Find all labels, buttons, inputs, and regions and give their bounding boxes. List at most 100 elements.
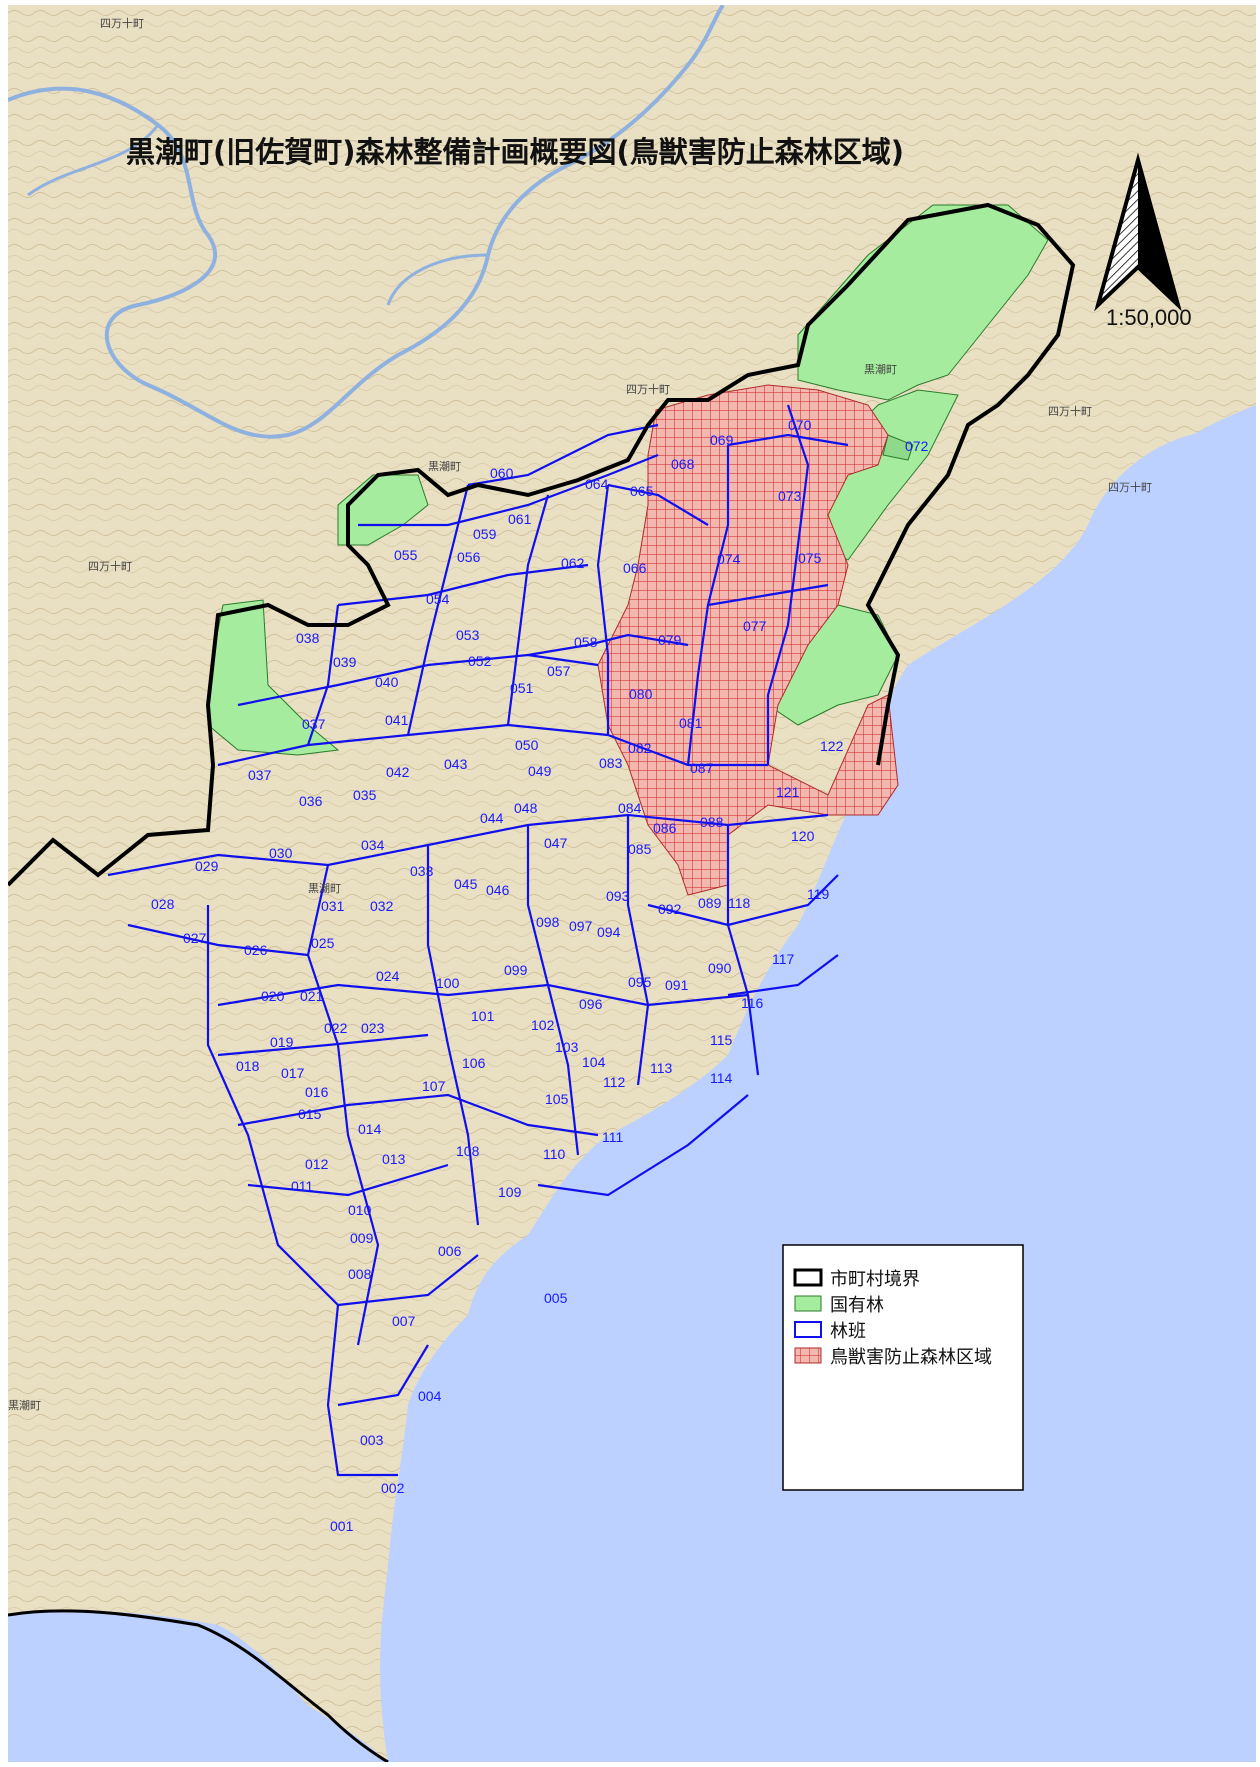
compartment-label: 059 xyxy=(473,526,497,542)
compartment-label: 023 xyxy=(361,1020,385,1036)
compartment-label: 019 xyxy=(270,1034,294,1050)
legend-item-compartment: 林班 xyxy=(794,1321,866,1342)
map-canvas: 黒潮町(旧佐賀町)森林整備計画概要図(鳥獣害防止森林区域) 1:50,000 四… xyxy=(8,5,1256,1762)
compartment-label: 112 xyxy=(603,1074,626,1090)
compartment-lines xyxy=(107,404,849,1477)
place-name: 四万十町 xyxy=(1108,480,1152,494)
compartment-label: 046 xyxy=(486,882,510,898)
compartment-label: 105 xyxy=(545,1091,569,1107)
compartment-label: 035 xyxy=(353,787,377,803)
place-names: 四万十町 四万十町 四万十町 四万十町 四万十町 黒潮町 黒潮町 黒潮町 黒潮町 xyxy=(8,16,1152,1412)
compartment-label: 118 xyxy=(728,895,751,911)
compartment-label: 049 xyxy=(528,763,552,779)
compartment-label: 018 xyxy=(236,1058,260,1074)
place-name: 黒潮町 xyxy=(8,1398,41,1412)
compartment-label: 095 xyxy=(628,974,652,990)
compartment-label: 087 xyxy=(690,760,714,776)
compartment-label: 009 xyxy=(350,1230,374,1246)
legend-box xyxy=(782,1244,1024,1491)
compartment-label: 073 xyxy=(778,488,802,504)
compartment-label: 051 xyxy=(510,680,534,696)
compartment-label: 060 xyxy=(490,465,514,481)
compartment-label: 096 xyxy=(579,996,603,1012)
legend: 市町村境界 国有林 林班 鳥獣害防止森林区域 xyxy=(782,1244,1024,1491)
compartment-label: 030 xyxy=(269,845,293,861)
compartment-label: 036 xyxy=(299,793,323,809)
compartment-label: 101 xyxy=(471,1008,495,1024)
legend-label: 鳥獣害防止森林区域 xyxy=(830,1347,992,1368)
compartment-label: 037 xyxy=(248,767,272,783)
compartment-label: 025 xyxy=(311,935,335,951)
protection-zone-swatch-icon xyxy=(794,1347,822,1364)
compartment-label: 116 xyxy=(741,995,764,1011)
compartment-label: 053 xyxy=(456,627,480,643)
compartment-label: 072 xyxy=(905,438,929,454)
compartment-label: 085 xyxy=(628,841,652,857)
compartment-label: 109 xyxy=(498,1184,522,1200)
compartment-label: 004 xyxy=(418,1388,442,1404)
compartment-label: 016 xyxy=(305,1084,329,1100)
southern-boundary xyxy=(8,1609,389,1762)
place-name: 四万十町 xyxy=(88,559,132,573)
compartment-label: 081 xyxy=(679,715,703,731)
compartment-label: 002 xyxy=(381,1480,405,1496)
compartment-label: 077 xyxy=(743,618,767,634)
compartment-label: 098 xyxy=(536,914,560,930)
compartment-label: 042 xyxy=(386,764,410,780)
compartment-label: 026 xyxy=(244,942,268,958)
compartment-label: 068 xyxy=(671,456,695,472)
place-name: 黒潮町 xyxy=(308,881,341,895)
compartment-label: 037 xyxy=(302,716,326,732)
compartment-label: 070 xyxy=(788,417,812,433)
compartment-label: 082 xyxy=(628,740,652,756)
compartment-label: 027 xyxy=(183,930,207,946)
compartment-label: 097 xyxy=(569,918,593,934)
legend-item-protection-zone: 鳥獣害防止森林区域 xyxy=(794,1347,992,1368)
compartment-label: 117 xyxy=(772,951,795,967)
compartment-label: 017 xyxy=(281,1065,305,1081)
compartment-label: 090 xyxy=(708,960,732,976)
boundary-swatch-icon xyxy=(793,1268,823,1287)
compartment-label: 003 xyxy=(360,1432,384,1448)
compartment-label: 020 xyxy=(261,988,285,1004)
compartment-label: 114 xyxy=(710,1070,733,1086)
compartment-label: 075 xyxy=(798,550,822,566)
compartment-label: 107 xyxy=(422,1078,446,1094)
compartment-label: 104 xyxy=(582,1054,606,1070)
compartment-label: 062 xyxy=(561,555,585,571)
compartment-label: 119 xyxy=(807,886,830,902)
legend-item-boundary: 市町村境界 xyxy=(793,1268,920,1290)
compartment-label: 048 xyxy=(514,800,538,816)
legend-item-national-forest: 国有林 xyxy=(794,1295,884,1316)
compartment-label: 045 xyxy=(454,876,478,892)
compartment-label: 099 xyxy=(504,962,528,978)
compartment-label: 033 xyxy=(410,863,434,879)
compartment-label: 047 xyxy=(544,835,568,851)
compartment-label: 013 xyxy=(382,1151,406,1167)
compartment-label: 055 xyxy=(394,547,418,563)
legend-label: 国有林 xyxy=(830,1295,884,1316)
compartment-label: 057 xyxy=(547,663,571,679)
compartment-label: 080 xyxy=(629,686,653,702)
compartment-label: 011 xyxy=(291,1178,314,1194)
place-name: 四万十町 xyxy=(1048,404,1092,418)
compartment-label: 029 xyxy=(195,858,219,874)
legend-label: 林班 xyxy=(830,1321,866,1342)
compartment-label: 111 xyxy=(602,1129,623,1145)
compartment-label: 043 xyxy=(444,756,468,772)
compartment-label: 050 xyxy=(515,737,539,753)
national-forest-swatch-icon xyxy=(794,1295,822,1312)
compartment-label: 064 xyxy=(585,476,609,492)
place-name: 四万十町 xyxy=(626,382,670,396)
compartment-label: 106 xyxy=(462,1055,486,1071)
compartment-label: 122 xyxy=(820,738,844,754)
compartment-label: 083 xyxy=(599,755,623,771)
place-name: 黒潮町 xyxy=(864,362,897,376)
river-lines xyxy=(8,5,725,439)
compartment-label: 012 xyxy=(305,1156,329,1172)
compartment-label: 054 xyxy=(426,591,450,607)
compartment-label: 115 xyxy=(710,1032,733,1048)
compartment-label: 015 xyxy=(298,1106,322,1122)
compartment-label: 008 xyxy=(348,1266,372,1282)
